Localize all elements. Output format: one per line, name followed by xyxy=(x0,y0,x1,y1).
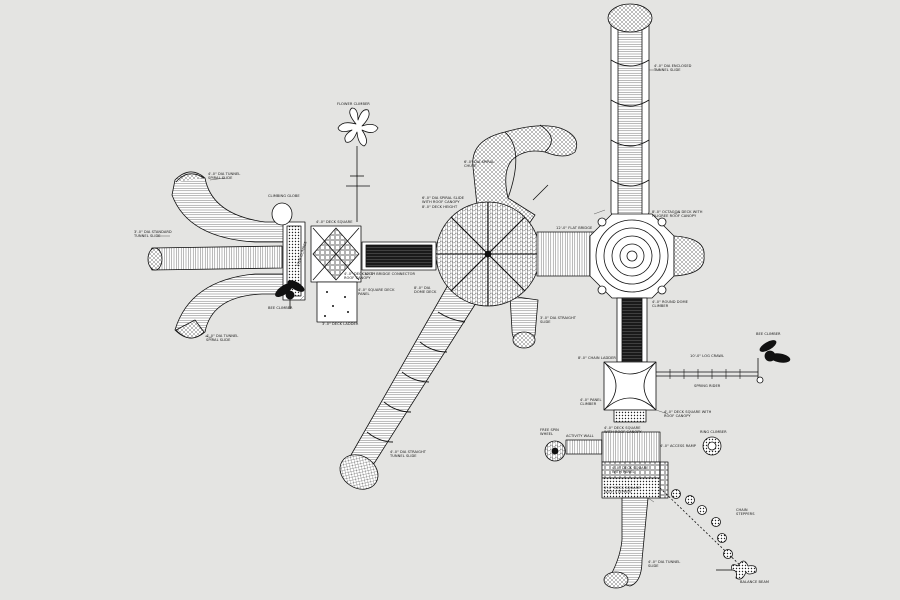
spiral-slide-left-upper xyxy=(171,171,286,243)
balance-beam xyxy=(716,560,757,580)
tunnel-slide-top-right xyxy=(607,3,653,217)
chain-steppers xyxy=(659,487,746,571)
label-spiral-top-note: 6'-0" DIA SPIRAL CHUTE xyxy=(464,160,495,169)
label-deck-left-roof: 4'-0" DECK WITH ROOF CANOPY xyxy=(344,272,375,281)
label-lower-right-bottom: BALANCE BEAM xyxy=(740,580,769,584)
middle-right-deck xyxy=(603,361,657,423)
label-lower-slide: 4'-0" DIA TUNNEL SLIDE xyxy=(648,560,681,569)
label-chain-bridge: 8'-0" CHAIN LADDER xyxy=(578,356,616,360)
left-roof-deck xyxy=(310,225,362,323)
label-ladder-left: 3'-0" DECK LADDER xyxy=(322,322,359,326)
label-dome-slide: 3'-0" DIA STRAIGHT SLIDE xyxy=(540,316,577,325)
flower-climber xyxy=(337,107,379,222)
ring-climber xyxy=(702,436,722,456)
spiral-slide-left-lower xyxy=(174,273,286,339)
label-globe-top: CLIMBING GLOBE xyxy=(268,194,300,198)
dome-deck xyxy=(435,201,541,307)
label-lower-deck-d: 4'-0" ACCESS RAMP xyxy=(660,444,696,448)
label-right-arm: 10'-0" LOG CRAWL xyxy=(690,354,725,358)
label-panel-left: 4'-0" SQUARE DECK PANEL xyxy=(358,288,395,297)
label-right-rider: SPRING RIDER xyxy=(694,384,721,388)
dome-short-slide xyxy=(509,295,539,349)
label-spiral-top: 6'-0" DIA SPIRAL SLIDE WITH ROOF CANOPY … xyxy=(422,196,465,209)
label-slide-left-mid: 3'-0" DIA STANDARD TUNNEL SLIDE xyxy=(134,230,172,239)
bee-climber-right xyxy=(756,340,791,384)
label-octagon-note: 4'-0" ROUND DOME CLIMBER xyxy=(652,300,688,309)
label-bee-right: BEE CLIMBER xyxy=(756,332,781,336)
label-lower-right-ring: RING CLIMBER xyxy=(700,430,727,434)
label-octagon: 8'-0" OCTAGON DECK WITH FILIGREE ROOF CA… xyxy=(652,210,703,219)
label-slide-top-right: 4'-0" DIA ENCLOSED TUNNEL SLIDE xyxy=(654,64,692,73)
left-bridge xyxy=(361,241,437,271)
label-bee-left: BEE CLIMBER xyxy=(268,306,293,310)
label-dome-hub: 8'-0" DIA DOME DECK xyxy=(414,286,437,295)
long-diagonal-slide xyxy=(339,284,477,490)
label-lower-deck-b: 4'-0" DECK SQUARE WITH PANEL xyxy=(612,466,649,475)
lower-deck-complex xyxy=(565,431,669,499)
label-slide-left-upper: 4'-0" DIA TUNNEL SPIRAL SLIDE xyxy=(208,172,241,181)
tunnel-slide-left-mid xyxy=(147,245,283,271)
right-log-arm xyxy=(656,358,759,382)
lower-tunnel-slide xyxy=(603,497,649,589)
octagon-deck xyxy=(589,213,705,299)
label-lower-right-chain: CHAIN STEPPERS xyxy=(736,508,755,517)
label-lower-left-wheel: FREE SPIN WHEEL xyxy=(540,428,559,437)
leader-lines xyxy=(158,69,681,503)
chain-ladder xyxy=(616,297,648,363)
label-chain-deck-panel: 4'-0" PANEL CLIMBER xyxy=(580,398,602,407)
label-flower-top: FLOWER CLIMBER xyxy=(337,102,370,106)
label-chain-deck: 4'-0" DECK SQUARE WITH ROOF CANOPY xyxy=(664,410,712,419)
middle-flat-bridge xyxy=(536,231,598,277)
label-bridge-left: 10'-0" BRIDGE CONNECTOR xyxy=(364,272,416,276)
bee-climber-left xyxy=(275,280,305,309)
left-deck-spine xyxy=(271,202,306,301)
label-long-slide: 4'-0" DIA STRAIGHT TUNNEL SLIDE xyxy=(390,450,427,459)
label-lower-left-panel: ACTIVITY WALL xyxy=(566,434,594,438)
label-lower-deck-c: 3'-0" DECK SQUARE WITH STEPPER xyxy=(604,486,641,495)
label-slide-left-lower: 4'-0" DIA TUNNEL SPIRAL SLIDE xyxy=(206,334,239,343)
free-spin-wheel xyxy=(544,440,566,462)
label-lower-deck: 4'-0" DECK SQUARE WITH ROOF CANOPY xyxy=(604,426,642,435)
label-bridge-mid: 12'-0" FLAT BRIDGE xyxy=(556,226,593,230)
label-deck-left-top: 4'-0" DECK SQUARE xyxy=(316,220,353,224)
